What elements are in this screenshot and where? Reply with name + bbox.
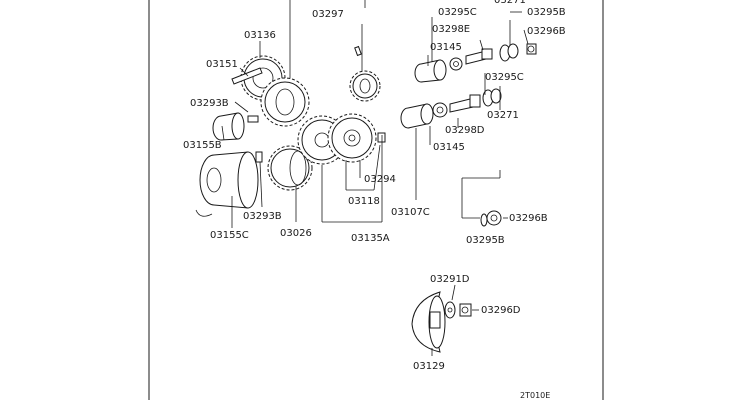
label-03293B-lower: 03293B <box>243 211 282 222</box>
nut-03296D <box>459 303 472 317</box>
label-03155B: 03155B <box>183 140 222 151</box>
label-03145-upper: 03145 <box>430 42 462 53</box>
label-03155C: 03155C <box>210 230 249 241</box>
label-03294: 03294 <box>364 174 396 185</box>
washer-03271-mid <box>482 88 502 107</box>
housing-03155C <box>195 151 259 217</box>
label-03296B-upper: 03296B <box>527 26 566 37</box>
label-03145-lower: 03145 <box>433 142 465 153</box>
bolt-03298E <box>449 48 493 71</box>
label-03295B-lower: 03295B <box>466 235 505 246</box>
gear-03118 <box>297 113 377 165</box>
label-03295C-upper: 03295C <box>438 7 477 18</box>
label-03136: 03136 <box>244 30 276 41</box>
cover-03129 <box>411 291 446 353</box>
label-03135A: 03135A <box>351 233 390 244</box>
label-03295B-upper: 03295B <box>527 7 566 18</box>
label-03107C: 03107C <box>391 207 430 218</box>
label-03151: 03151 <box>206 59 238 70</box>
pin-03293B-upper <box>247 115 259 123</box>
leader-lines <box>221 11 529 356</box>
label-03129: 03129 <box>413 361 445 372</box>
gear-03136 <box>240 55 310 127</box>
label-03271-mid: 03271 <box>487 110 519 121</box>
nut-03296B-lower <box>480 210 502 227</box>
gear-03297 <box>349 45 381 102</box>
label-03297: 03297 <box>312 9 344 20</box>
sleeve-03145-lower <box>400 103 434 129</box>
label-03291D: 03291D <box>430 274 470 285</box>
gear-03026 <box>267 145 313 191</box>
pin-03151 <box>231 67 263 85</box>
diagram-code: 2T010E <box>520 391 550 400</box>
bushing-03155B <box>212 112 245 141</box>
nut-03296B-upper <box>526 43 537 55</box>
label-03293B-upper: 03293B <box>190 98 229 109</box>
label-03298D: 03298D <box>445 125 485 136</box>
label-03296B-lower: 03296B <box>509 213 548 224</box>
pin-03293B-lower <box>255 151 263 163</box>
label-03271-upper: 03271 <box>494 0 526 6</box>
label-03296D: 03296D <box>481 305 521 316</box>
washer-03271-upper <box>499 43 519 62</box>
pin-03294 <box>377 132 386 143</box>
label-03298E: 03298E <box>432 24 470 35</box>
label-03295C-mid: 03295C <box>485 72 524 83</box>
nut-03291D <box>444 301 456 319</box>
sleeve-03145-upper <box>414 59 447 83</box>
bolt-03298D <box>432 94 481 118</box>
label-03026: 03026 <box>280 228 312 239</box>
label-03118: 03118 <box>348 196 380 207</box>
